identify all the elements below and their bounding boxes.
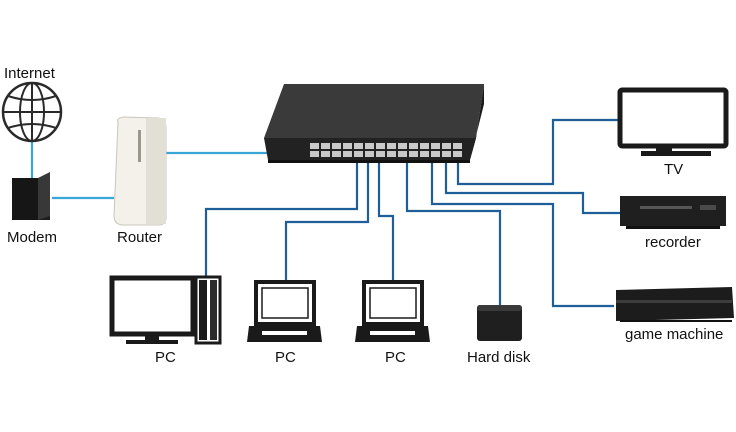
switch-ports [310, 143, 462, 157]
game-machine-icon [616, 287, 734, 322]
cable-switch-gamemachine [430, 158, 614, 308]
internet-label: Internet [4, 65, 56, 82]
network-switch-icon [264, 84, 484, 163]
game-machine-label: game machine [625, 326, 723, 343]
cable-switch-recorder [444, 158, 620, 215]
desktop-pc-icon [109, 275, 222, 345]
cable-switch-pc1 [204, 158, 359, 282]
cable-switch-pc2 [284, 158, 370, 282]
cable-switch-tv [456, 118, 622, 186]
modem-label: Modem [7, 229, 57, 246]
pc-1-label: PC [155, 349, 176, 366]
cables [30, 118, 622, 308]
hard-disk-icon [477, 305, 522, 341]
laptop-pc-2-icon [247, 280, 322, 342]
pc-3-label: PC [385, 349, 406, 366]
cable-switch-pc3 [377, 158, 395, 282]
tv-label: TV [664, 161, 683, 178]
router-icon [113, 116, 167, 226]
globe-icon [1, 81, 63, 143]
hard-disk-label: Hard disk [467, 349, 531, 366]
tv-icon [617, 87, 729, 156]
recorder-label: recorder [645, 234, 701, 251]
laptop-pc-3-icon [355, 280, 430, 342]
cable-switch-harddisk [405, 158, 502, 305]
modem-icon [12, 172, 50, 220]
router-label: Router [117, 229, 162, 246]
recorder-icon [620, 196, 726, 229]
pc-2-label: PC [275, 349, 296, 366]
